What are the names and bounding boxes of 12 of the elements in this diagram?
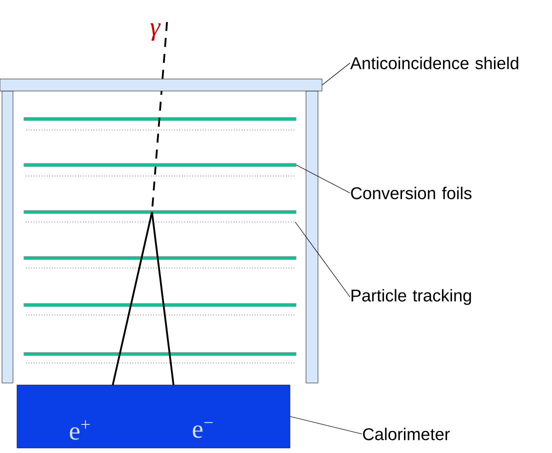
leader-line — [322, 62, 350, 86]
photon-symbol: γ — [150, 23, 161, 41]
callout-text: Particle tracking — [352, 289, 471, 305]
callout-text: Conversion foils — [351, 186, 472, 200]
leader-line — [296, 164, 350, 194]
shield-bar — [0, 78, 322, 92]
conversion-foil — [24, 163, 296, 167]
calorimeter-block: e$^{+}$ e$^{−}$ — [16, 384, 290, 448]
callout-text: Anticoincidence shield — [350, 56, 518, 70]
callout-text: Calorimeter — [363, 428, 450, 440]
leader-line — [294, 222, 350, 298]
leader-line — [290, 416, 362, 434]
